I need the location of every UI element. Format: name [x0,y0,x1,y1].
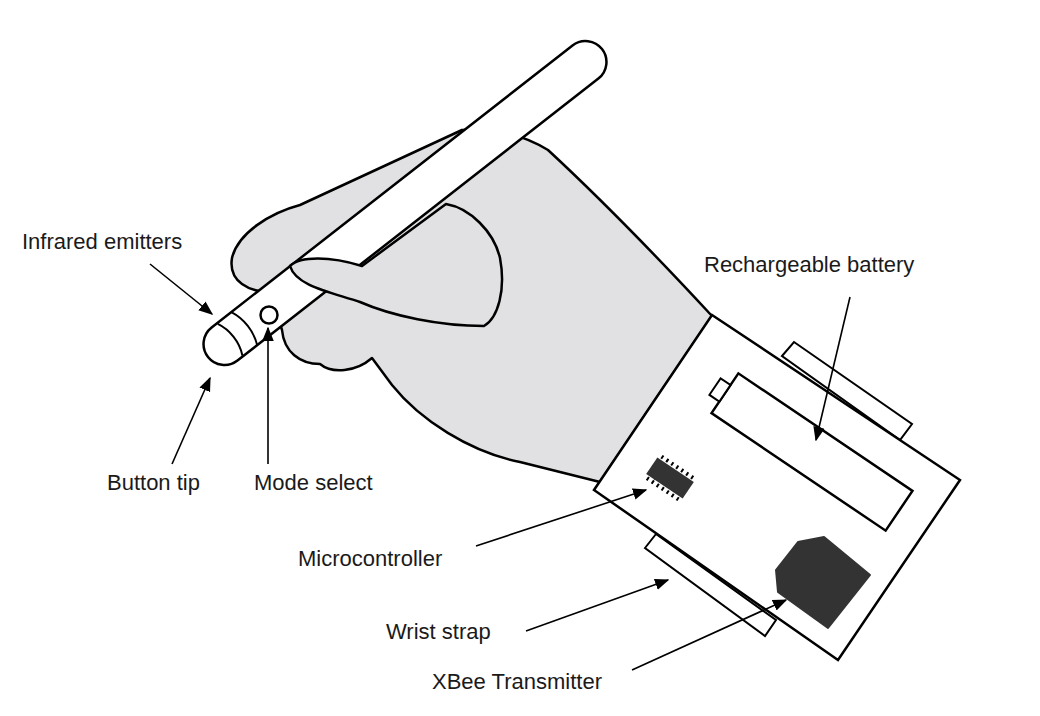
part-label: Button tip [107,470,200,496]
part-label: Mode select [254,470,373,496]
microcontroller-chip [644,454,696,502]
part-label: Rechargeable battery [704,252,914,278]
circuit-board [594,315,960,660]
thumb [290,204,502,326]
leader-lines [150,264,850,670]
part-label: Microcontroller [298,546,442,572]
part-label: Wrist strap [386,619,491,645]
xbee-transmitter [776,537,870,628]
mode-select-button [261,307,278,324]
stylus [195,33,615,374]
battery [702,367,913,531]
part-label: Infrared emitters [22,229,182,255]
part-label: XBee Transmitter [432,669,602,695]
